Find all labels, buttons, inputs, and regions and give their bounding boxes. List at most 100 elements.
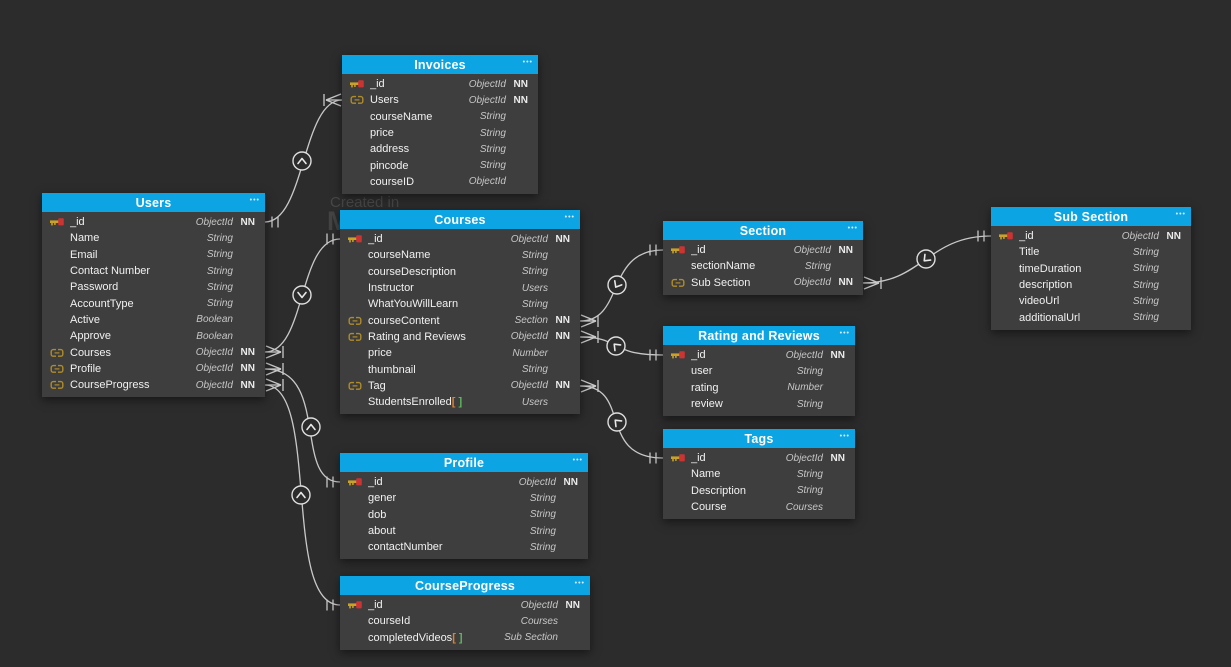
relationship-connector[interactable] [579, 244, 664, 328]
relationship-direction-circle[interactable] [606, 336, 626, 356]
table-header-rating[interactable]: Rating and Reviews••• [663, 326, 855, 345]
table-header-invoices[interactable]: Invoices••• [342, 55, 538, 74]
table-menu-icon[interactable]: ••• [574, 580, 585, 587]
table-menu-icon[interactable]: ••• [522, 59, 533, 66]
relationship-direction-circle[interactable] [916, 249, 936, 269]
primary-key-icon [671, 245, 691, 255]
table-header-courses[interactable]: Courses••• [340, 210, 580, 229]
relationship-connector[interactable] [579, 379, 664, 464]
relationship-connector[interactable] [579, 330, 664, 361]
table-menu-icon[interactable]: ••• [564, 214, 575, 221]
table-header-section[interactable]: Section••• [663, 221, 863, 240]
table-header-tags[interactable]: Tags••• [663, 429, 855, 448]
field-row[interactable]: StudentsEnrolled[ ]Users [340, 394, 580, 410]
relationship-connector[interactable] [264, 378, 341, 611]
table-menu-icon[interactable]: ••• [572, 457, 583, 464]
relationship-connector[interactable] [264, 362, 341, 488]
field-type: Boolean [196, 330, 233, 342]
relationship-direction-circle[interactable] [301, 417, 321, 437]
table-menu-icon[interactable]: ••• [847, 225, 858, 232]
relationship-direction-circle[interactable] [607, 412, 627, 432]
table-menu-icon[interactable]: ••• [249, 197, 260, 204]
field-row[interactable]: completedVideos[ ]Sub Section [340, 630, 590, 646]
relationship-direction-circle[interactable] [291, 485, 311, 505]
table-header-users[interactable]: Users••• [42, 193, 265, 212]
relationship-connector[interactable] [264, 93, 343, 228]
table-header-subsection[interactable]: Sub Section••• [991, 207, 1191, 226]
relationship-direction-circle[interactable] [292, 285, 312, 305]
relationship-connector[interactable] [862, 230, 992, 290]
table-menu-icon[interactable]: ••• [1175, 211, 1186, 218]
table-header-courseprogress[interactable]: CourseProgress••• [340, 576, 590, 595]
relationship-connector[interactable] [264, 233, 341, 359]
table-menu-icon[interactable]: ••• [839, 330, 850, 337]
relationship-direction-circle[interactable] [607, 275, 627, 295]
relationship-direction-circle[interactable] [292, 151, 312, 171]
table-menu-icon[interactable]: ••• [839, 433, 850, 440]
table-header-profile[interactable]: Profile••• [340, 453, 588, 472]
